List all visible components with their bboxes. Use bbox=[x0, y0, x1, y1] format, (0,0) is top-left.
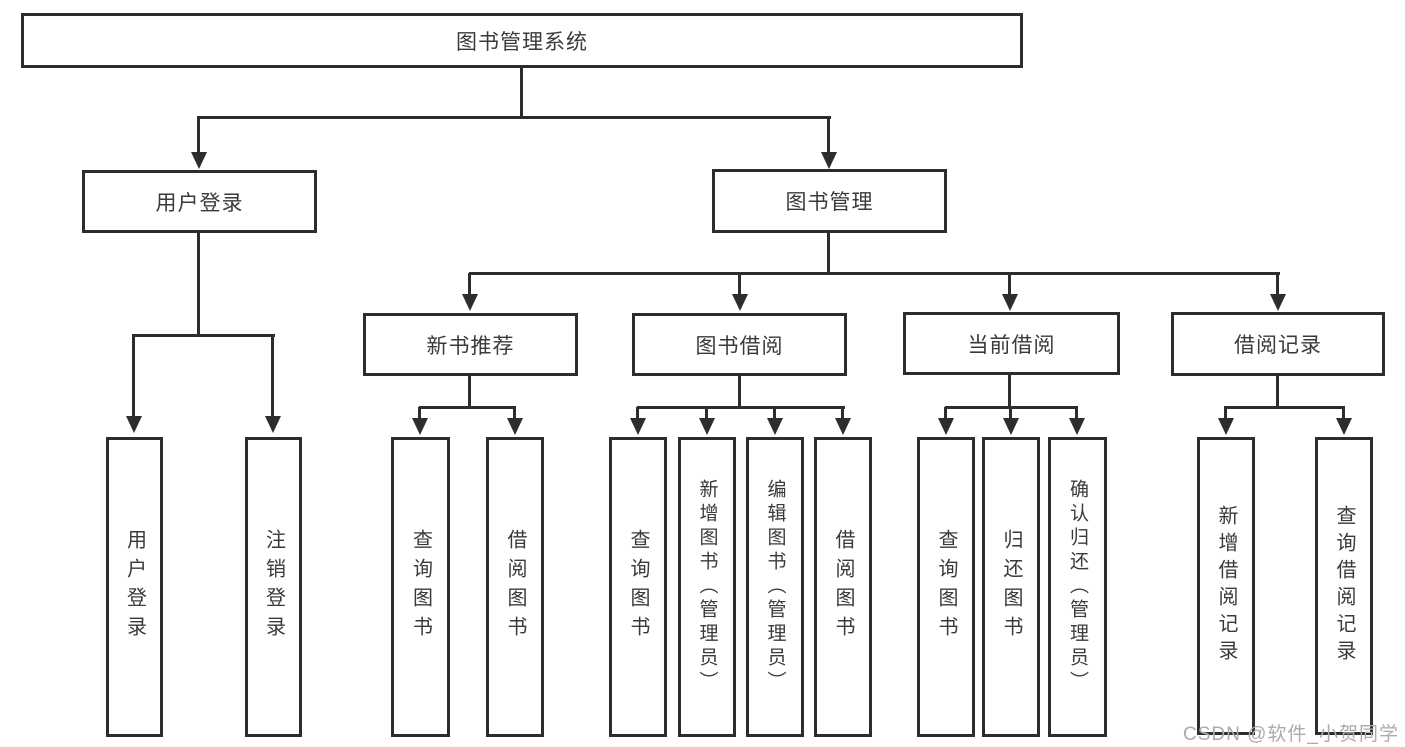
node-label: 图书借阅 bbox=[695, 334, 784, 358]
connector-line bbox=[827, 233, 830, 274]
node-label: 借阅图书 bbox=[832, 529, 854, 645]
arrow-down-icon bbox=[265, 416, 281, 433]
connector-line bbox=[419, 406, 516, 409]
connector-line bbox=[1276, 273, 1279, 295]
connector-line bbox=[132, 334, 275, 337]
connector-line bbox=[469, 272, 1280, 275]
leaf-nbr-borrow-books: 借阅图书 bbox=[486, 437, 544, 737]
node-label: 编辑图书（管理员） bbox=[764, 479, 786, 695]
node-label: 当前借阅 bbox=[967, 333, 1056, 357]
node-library-management-system: 图书管理系统 bbox=[21, 13, 1023, 68]
node-label: 图书管理 bbox=[785, 191, 874, 214]
arrow-down-icon bbox=[462, 294, 478, 311]
connector-line bbox=[944, 407, 947, 420]
connector-line bbox=[636, 407, 639, 420]
arrow-down-icon bbox=[191, 152, 207, 169]
connector-line bbox=[738, 273, 741, 295]
connector-line bbox=[520, 68, 523, 118]
node-current-borrow: 当前借阅 bbox=[903, 312, 1120, 375]
node-label: 借阅记录 bbox=[1234, 334, 1322, 357]
leaf-logout: 注销登录 bbox=[245, 437, 302, 737]
connector-line bbox=[418, 407, 421, 420]
connector-line bbox=[468, 375, 471, 408]
leaf-br-add-record: 新增借阅记录 bbox=[1197, 437, 1255, 735]
node-borrow-records: 借阅记录 bbox=[1171, 312, 1385, 376]
node-user-login: 用户登录 bbox=[82, 170, 317, 233]
connector-line bbox=[1009, 407, 1012, 420]
arrow-down-icon bbox=[1003, 418, 1019, 435]
leaf-nbr-query-books: 查询图书 bbox=[391, 437, 450, 737]
arrow-down-icon bbox=[821, 152, 837, 169]
arrow-down-icon bbox=[699, 418, 715, 435]
arrow-down-icon bbox=[767, 418, 783, 435]
connector-line bbox=[197, 233, 200, 336]
arrow-down-icon bbox=[732, 294, 748, 311]
node-label: 查询借阅记录 bbox=[1333, 505, 1355, 667]
node-label: 借阅图书 bbox=[504, 529, 526, 645]
connector-line bbox=[827, 118, 830, 154]
leaf-cb-return-books: 归还图书 bbox=[982, 437, 1040, 737]
arrow-down-icon bbox=[1002, 294, 1018, 311]
node-label: 用户登录 bbox=[155, 191, 244, 215]
leaf-cb-query-books: 查询图书 bbox=[917, 437, 975, 737]
leaf-cb-confirm-return-admin: 确认归还（管理员） bbox=[1048, 437, 1107, 737]
arrow-down-icon bbox=[507, 418, 523, 435]
watermark-csdn: CSDN @软件_小贺同学 bbox=[1183, 724, 1399, 745]
connector-line bbox=[1276, 375, 1279, 408]
arrow-down-icon bbox=[412, 418, 428, 435]
arrow-down-icon bbox=[835, 418, 851, 435]
leaf-bb-edit-books-admin: 编辑图书（管理员） bbox=[746, 437, 804, 737]
node-label: 查询图书 bbox=[935, 529, 957, 645]
node-new-book-recommend: 新书推荐 bbox=[363, 313, 578, 376]
arrow-down-icon bbox=[938, 418, 954, 435]
connector-line bbox=[1342, 407, 1345, 420]
arrow-down-icon bbox=[1270, 294, 1286, 311]
arrow-down-icon bbox=[1218, 418, 1234, 435]
leaf-bb-borrow-books: 借阅图书 bbox=[814, 437, 872, 737]
connector-line bbox=[1224, 406, 1345, 409]
node-label: 归还图书 bbox=[1000, 529, 1022, 645]
node-label: 查询图书 bbox=[409, 529, 432, 645]
connector-line bbox=[271, 335, 274, 417]
connector-line bbox=[513, 407, 516, 420]
connector-line bbox=[841, 407, 844, 420]
leaf-user-login: 用户登录 bbox=[106, 437, 163, 737]
connector-line bbox=[468, 273, 471, 295]
node-label: 图书管理系统 bbox=[456, 30, 588, 54]
connector-line bbox=[1008, 273, 1011, 295]
leaf-bb-query-books: 查询图书 bbox=[609, 437, 667, 737]
node-label: 确认归还（管理员） bbox=[1067, 479, 1088, 695]
node-label: 用户登录 bbox=[123, 529, 146, 645]
node-label: 注销登录 bbox=[262, 529, 285, 645]
connector-line bbox=[705, 407, 708, 420]
node-book-management: 图书管理 bbox=[712, 169, 947, 233]
node-label: 新书推荐 bbox=[426, 334, 515, 358]
node-label: 新增借阅记录 bbox=[1215, 505, 1237, 667]
node-label: 查询图书 bbox=[627, 529, 649, 645]
node-book-borrow: 图书借阅 bbox=[632, 313, 847, 376]
leaf-bb-add-books-admin: 新增图书（管理员） bbox=[678, 437, 736, 737]
node-label: 新增图书（管理员） bbox=[696, 479, 718, 695]
connector-line bbox=[1075, 407, 1078, 420]
arrow-down-icon bbox=[630, 418, 646, 435]
connector-line bbox=[132, 335, 135, 417]
arrow-down-icon bbox=[1069, 418, 1085, 435]
leaf-br-query-record: 查询借阅记录 bbox=[1315, 437, 1373, 735]
connector-line bbox=[197, 118, 200, 154]
connector-line bbox=[637, 406, 845, 409]
connector-line bbox=[1008, 375, 1011, 408]
connector-line bbox=[738, 375, 741, 408]
arrow-down-icon bbox=[1336, 418, 1352, 435]
connector-line bbox=[1224, 407, 1227, 420]
arrow-down-icon bbox=[126, 416, 142, 433]
connector-line bbox=[197, 116, 831, 119]
connector-line bbox=[773, 407, 776, 420]
